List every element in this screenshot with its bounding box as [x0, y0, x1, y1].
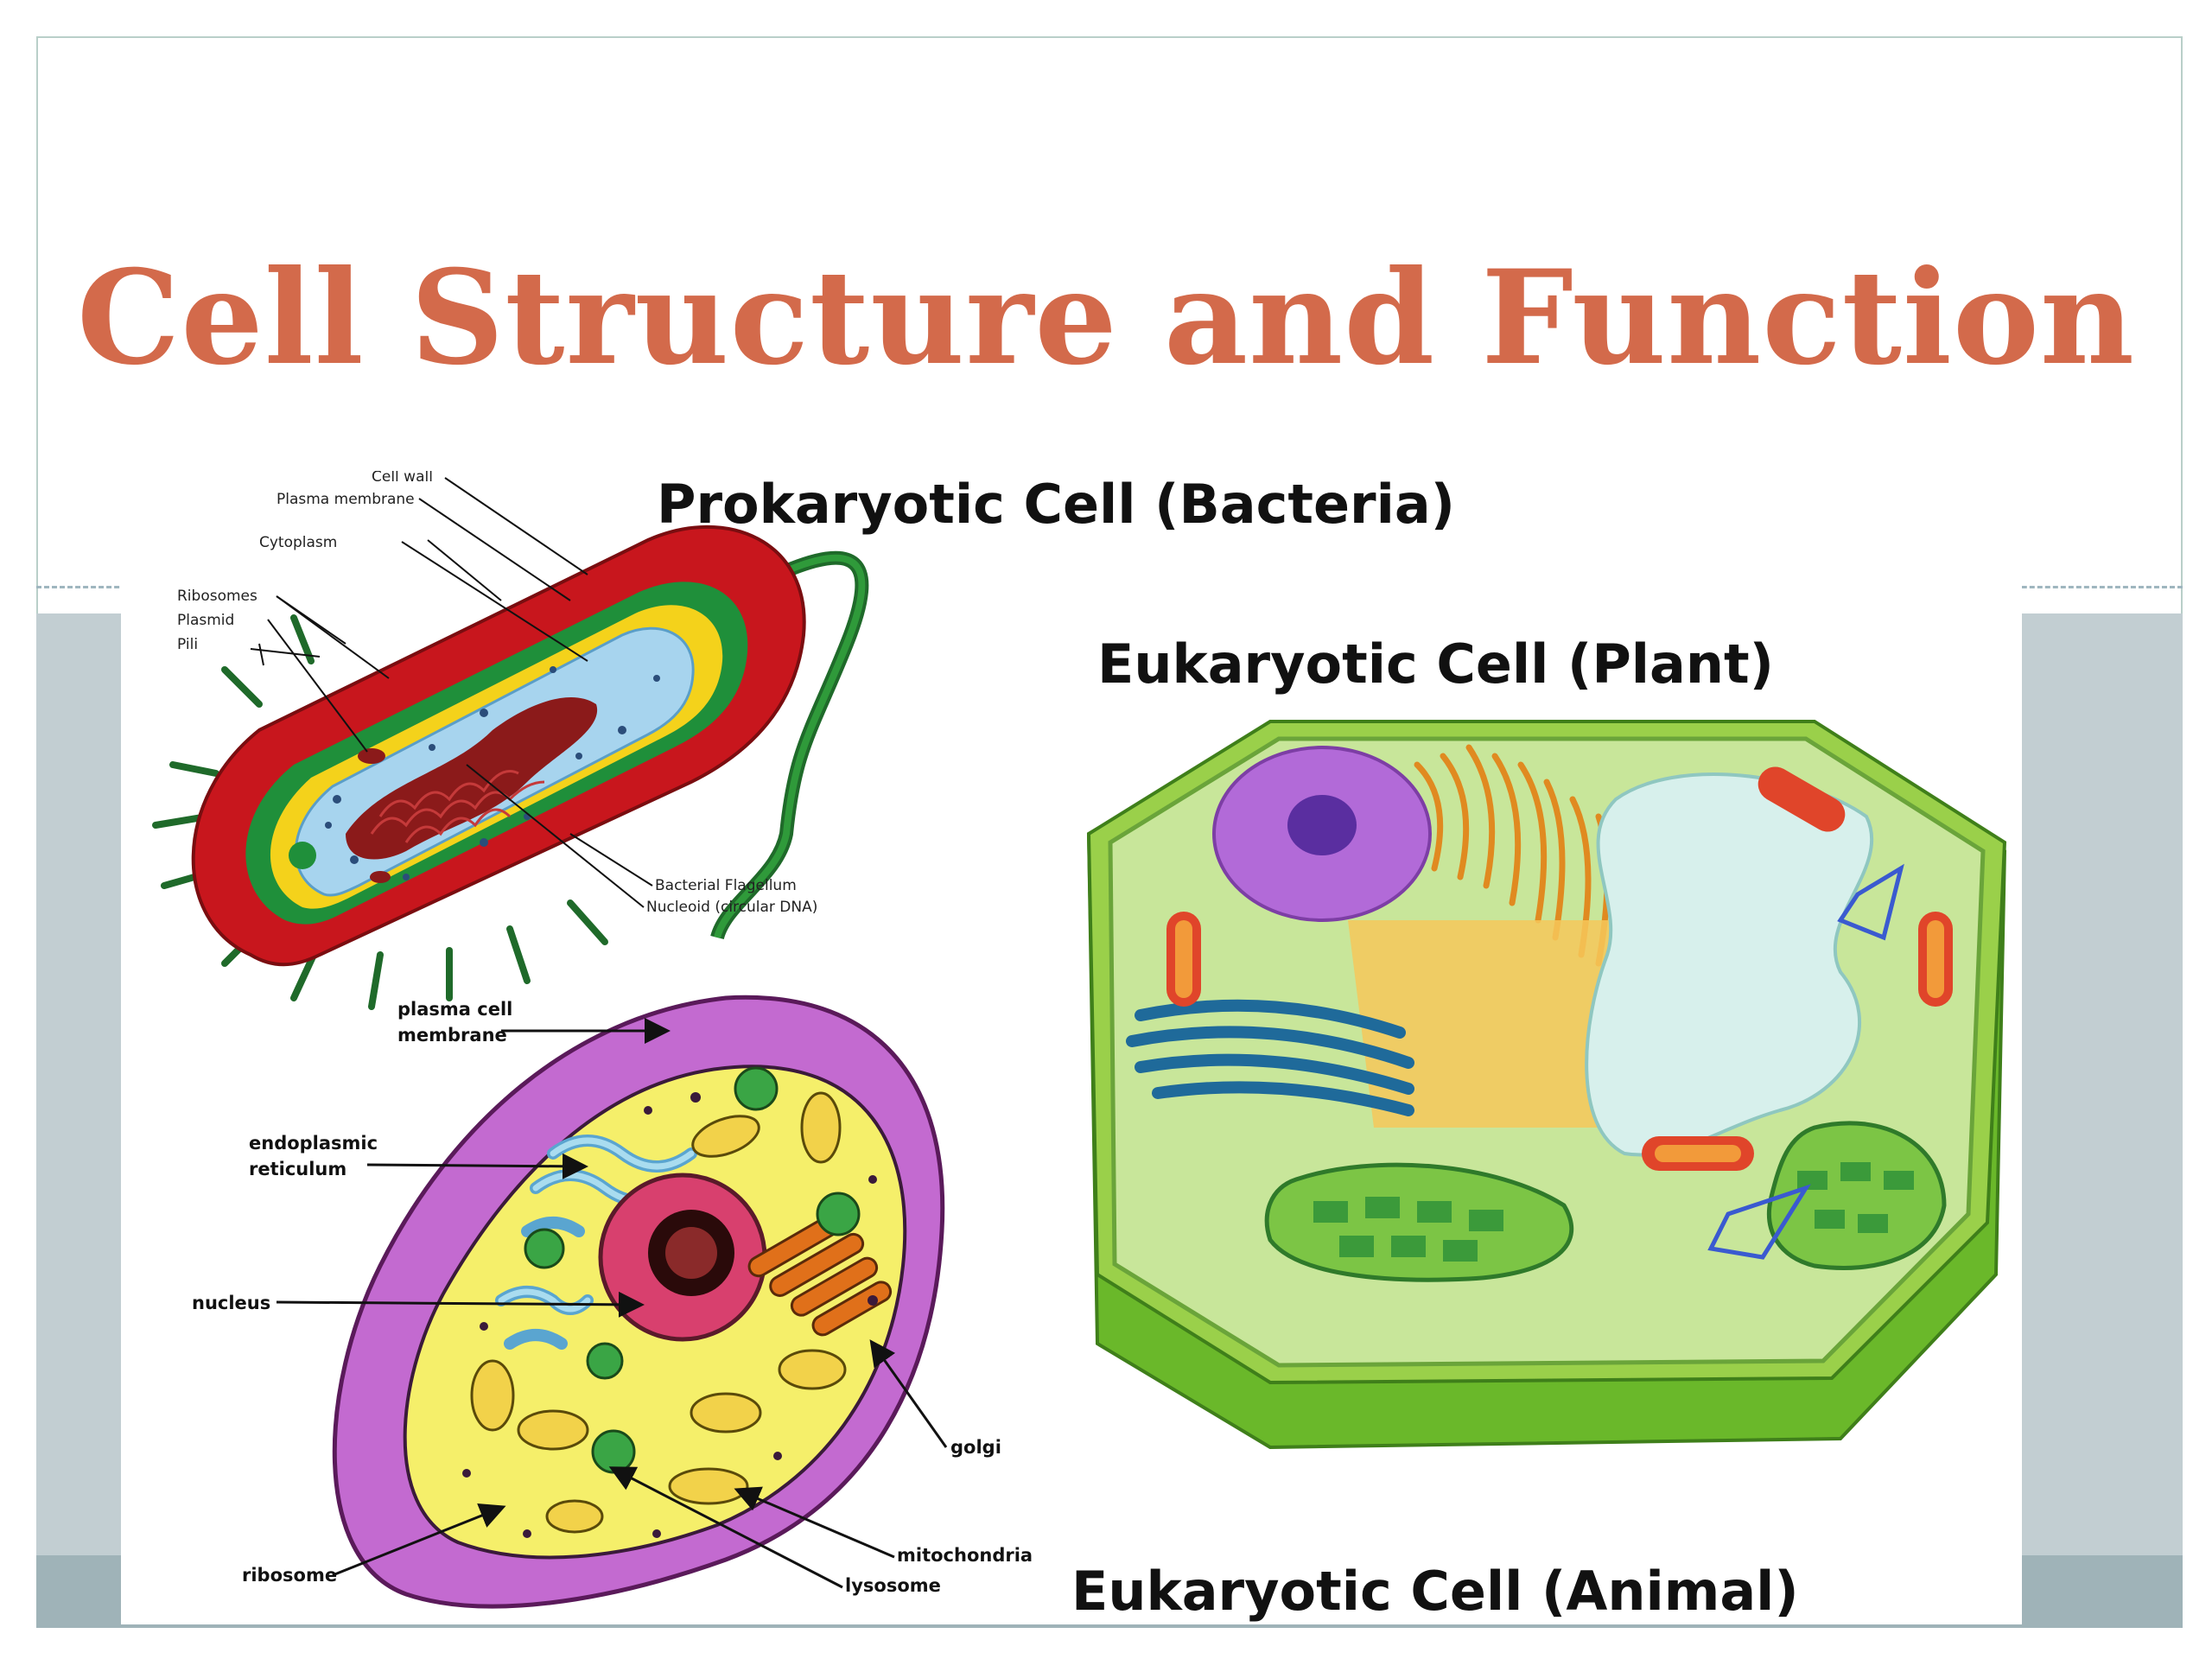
cell-diagram-svg: Prokaryotic Cell (Bacteria)	[152, 471, 2007, 1623]
label-reticulum: reticulum	[249, 1159, 346, 1179]
animal-lysosomes	[524, 1066, 861, 1474]
animal-ribosomes	[462, 1092, 878, 1538]
label-flagellum: Bacterial Flagellum	[655, 877, 797, 894]
prokaryote-labels: Cell wall Plasma membrane Cytoplasm Ribo…	[177, 471, 817, 916]
vacuole	[1585, 772, 1874, 1157]
label-nucleus: nucleus	[192, 1293, 270, 1313]
label-endoplasmic: endoplasmic	[249, 1133, 378, 1154]
golgi-plant	[1126, 999, 1414, 1116]
label-cytoplasm: Cytoplasm	[259, 534, 337, 551]
label-mitochondria: mitochondria	[897, 1545, 1033, 1566]
animal-mitochondria	[470, 1091, 847, 1534]
animal-golgi	[747, 1209, 893, 1337]
label-plasma-membrane: Plasma membrane	[276, 491, 415, 508]
label-ribosomes: Ribosomes	[177, 588, 257, 605]
label-cell-wall: Cell wall	[372, 471, 433, 486]
mitochondria-plant	[1166, 766, 1953, 1171]
label-golgi: golgi	[950, 1437, 1001, 1458]
slide-title: Cell Structure and Function	[76, 242, 2136, 394]
label-membrane: membrane	[397, 1025, 507, 1046]
nucleoid	[346, 696, 598, 860]
prokaryote-heading: Prokaryotic Cell (Bacteria)	[657, 473, 1455, 536]
plant-cell: Eukaryotic Cell (Plant)	[1086, 632, 2007, 1450]
prokaryotic-cell: Prokaryotic Cell (Bacteria)	[152, 471, 1455, 1010]
nucleolus-plant	[1287, 795, 1357, 855]
plasmid	[358, 748, 385, 764]
animal-labels: plasma cell membrane endoplasmic reticul…	[192, 999, 1033, 1596]
label-pili: Pili	[177, 636, 198, 653]
prokaryote-leader-lines	[250, 477, 653, 908]
label-plasma-cell: plasma cell	[397, 999, 512, 1020]
animal-heading: Eukaryotic Cell (Animal)	[1071, 1560, 1799, 1623]
label-nucleoid: Nucleoid (circular DNA)	[646, 899, 817, 916]
label-plasmid: Plasmid	[177, 612, 234, 629]
animal-cell: Eukaryotic Cell (Animal)	[192, 995, 1799, 1623]
chloroplasts	[1264, 1121, 1947, 1282]
plant-heading: Eukaryotic Cell (Plant)	[1097, 632, 1774, 696]
er-plant	[1414, 744, 1611, 967]
cell-diagram-image: Prokaryotic Cell (Bacteria)	[121, 471, 2022, 1624]
ribosomes	[325, 666, 660, 880]
label-ribosome: ribosome	[242, 1565, 337, 1586]
cytoplasm-plant	[1348, 920, 1633, 1128]
label-lysosome: lysosome	[845, 1575, 941, 1596]
animal-arrows	[276, 1018, 948, 1589]
storage-granule	[289, 842, 316, 869]
cytoskeleton	[1707, 863, 1904, 1260]
